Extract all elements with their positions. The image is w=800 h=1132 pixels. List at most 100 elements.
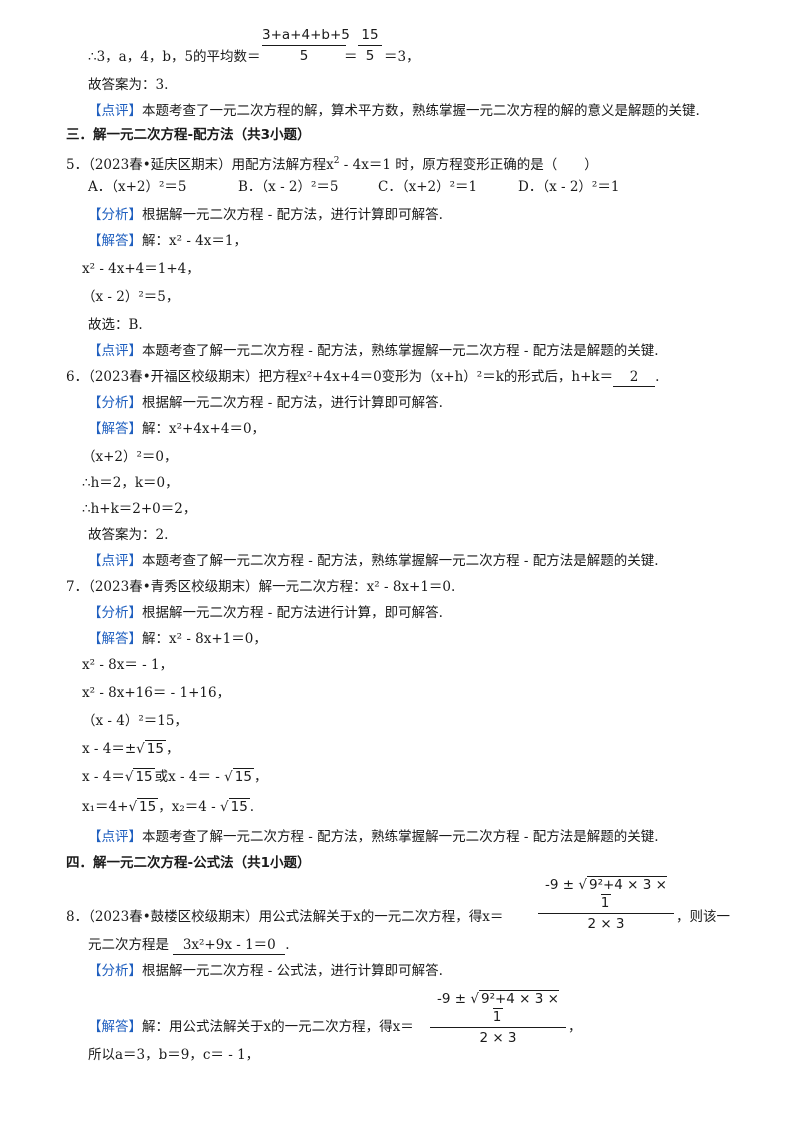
- average-result: ＝3，: [384, 48, 420, 66]
- solution-step-part: ，: [568, 1019, 582, 1035]
- review-tag: 【点评】: [88, 343, 142, 359]
- sqrt-symbol: √9²+4 × 3 × 1: [470, 990, 559, 1025]
- question-8-stem-end: ，则该一: [676, 908, 730, 926]
- review-line: 【点评】本题考查了解一元二次方程 - 配方法，熟练掌握解一元二次方程 - 配方法…: [88, 552, 659, 570]
- sqrt-symbol: √15: [124, 768, 155, 785]
- average-equals: ＝: [344, 48, 358, 66]
- fraction-bar: [358, 45, 382, 46]
- solution-step: x₁＝4+√15，x₂＝4 - √15.: [82, 798, 254, 816]
- question-stem-part: .: [285, 937, 290, 953]
- option-b: B．（x - 2）²＝5: [238, 179, 339, 195]
- solution-tag: 【解答】: [88, 631, 142, 647]
- sqrt-symbol: √15: [128, 798, 159, 815]
- analysis-tag: 【分析】: [88, 963, 142, 979]
- fraction-numerator: -9 ± √9²+4 × 3 × 1: [538, 876, 674, 912]
- review-text: 本题考查了解一元二次方程 - 配方法，熟练掌握解一元二次方程 - 配方法是解题的…: [142, 829, 659, 845]
- fraction-denominator: 2 × 3: [587, 916, 625, 932]
- review-tag: 【点评】: [88, 829, 142, 845]
- solution-step-part: ，: [253, 769, 268, 785]
- radicand: 15: [144, 740, 166, 757]
- fraction-denominator: 2 × 3: [479, 1030, 517, 1046]
- question-8-stem: 8．（2023春•鼓楼区校级期末）用公式法解关于x的一元二次方程，得x＝: [66, 908, 503, 926]
- analysis-line: 【分析】根据解一元二次方程 - 公式法，进行计算即可解答.: [88, 962, 443, 980]
- numerator-prefix: -9 ±: [545, 877, 575, 893]
- analysis-text: 根据解一元二次方程 - 公式法，进行计算即可解答.: [142, 963, 443, 979]
- solution-tag: 【解答】: [88, 421, 142, 437]
- sqrt-symbol: √15: [224, 768, 254, 785]
- review-text: 本题考查了解一元二次方程 - 配方法，熟练掌握解一元二次方程 - 配方法是解题的…: [142, 553, 659, 569]
- solution-step: x² - 4x+4＝1+4，: [82, 261, 200, 277]
- analysis-tag: 【分析】: [88, 605, 142, 621]
- solution-step: 解：x² - 8x+1＝0，: [142, 631, 267, 647]
- equals-sign: ＝: [344, 49, 358, 65]
- review-tag: 【点评】: [88, 553, 142, 569]
- solution-step: ∴h＝2，k＝0，: [82, 475, 179, 491]
- fraction-bar: [538, 913, 674, 914]
- section-title: 四．解一元二次方程-公式法（共1小题）: [66, 855, 311, 871]
- solution-step: （x - 4）²＝15，: [82, 713, 188, 729]
- fraction-numerator: -9 ± √9²+4 × 3 × 1: [430, 990, 566, 1026]
- solution-step: ∴h+k＝2+0＝2，: [82, 501, 197, 517]
- fraction-numerator: 15: [361, 27, 379, 43]
- question-stem-part: .: [655, 369, 660, 385]
- radicand: 15: [133, 768, 155, 785]
- sqrt-symbol: √15: [136, 740, 166, 757]
- solution-line: 【解答】解：x² - 8x+1＝0，: [88, 630, 267, 648]
- analysis-text: 根据解一元二次方程 - 配方法进行计算，即可解答.: [142, 605, 443, 621]
- answer-line: 故答案为：3.: [88, 77, 169, 93]
- solution-step: x² - 8x＝ - 1，: [82, 657, 174, 673]
- radicand: 15: [137, 798, 159, 815]
- average-suffix: ＝3，: [384, 49, 420, 65]
- radicand: 15: [228, 798, 250, 815]
- solution-step-part: ，: [165, 741, 180, 757]
- solution-step-part: ，x₂＝4 -: [158, 799, 220, 815]
- review-line: 【点评】本题考查了解一元二次方程 - 配方法，熟练掌握解一元二次方程 - 配方法…: [88, 828, 659, 846]
- answer-blank: 3x²+9x - 1＝0: [173, 936, 286, 955]
- question-7-stem: 7．（2023春•青秀区校级期末）解一元二次方程：x² - 8x+1＝0.: [66, 579, 456, 595]
- solution-tag: 【解答】: [88, 1019, 142, 1035]
- option-a: A．（x+2）²＝5: [88, 179, 187, 195]
- question-stem-part: 元二次方程是: [88, 937, 169, 953]
- review-line: 【点评】本题考查了一元二次方程的解，算术平方数，熟练掌握一元二次方程的解的意义是…: [88, 102, 700, 120]
- solution-step: 解：x² - 4x＝1，: [142, 233, 247, 249]
- solution-line: 【解答】解：用公式法解关于x的一元二次方程，得x＝: [88, 1018, 414, 1036]
- option-c: C．（x+2）²＝1: [378, 179, 478, 195]
- solution-line: 【解答】解：x²+4x+4＝0，: [88, 420, 265, 438]
- analysis-tag: 【分析】: [88, 207, 142, 223]
- question-8-stem-line2: 元二次方程是 3x²+9x - 1＝0.: [88, 936, 290, 955]
- question-stem-part: 5．（2023春•延庆区期末）用配方法解方程x: [66, 157, 334, 173]
- analysis-tag: 【分析】: [88, 395, 142, 411]
- average-prefix: ∴3，a，4，b，5的平均数＝: [88, 49, 261, 65]
- sqrt-symbol: √9²+4 × 3 × 1: [578, 876, 667, 911]
- sqrt-symbol: √15: [220, 798, 250, 815]
- solution-step-part: x - 4＝±: [82, 741, 137, 757]
- fraction-bar: [262, 45, 346, 46]
- section-title: 三．解一元二次方程-配方法（共3小题）: [66, 127, 311, 143]
- fraction-numerator: 3+a+4+b+5: [262, 27, 350, 43]
- review-text: 本题考查了解一元二次方程 - 配方法，熟练掌握解一元二次方程 - 配方法是解题的…: [142, 343, 659, 359]
- solution-step-end: ，: [568, 1018, 582, 1036]
- question-stem-part: ，则该一: [676, 909, 730, 925]
- question-5-stem: 5．（2023春•延庆区期末）用配方法解方程x2 - 4x＝1 时，原方程变形正…: [66, 156, 598, 173]
- solution-step: 故答案为：2.: [88, 527, 169, 543]
- solution-tag: 【解答】: [88, 233, 142, 249]
- solution-step: （x+2）²＝0，: [82, 449, 178, 465]
- fraction-denominator: 5: [365, 48, 375, 64]
- analysis-line: 【分析】根据解一元二次方程 - 配方法，进行计算即可解答.: [88, 206, 443, 224]
- solution-step-part: x - 4＝: [82, 769, 125, 785]
- solution-step: 解：x²+4x+4＝0，: [142, 421, 266, 437]
- fraction-denominator: 5: [299, 48, 309, 64]
- analysis-line: 【分析】根据解一元二次方程 - 配方法进行计算，即可解答.: [88, 604, 443, 622]
- solution-line: 【解答】解：x² - 4x＝1，: [88, 232, 247, 250]
- solution-step: （x - 2）²＝5，: [82, 289, 180, 305]
- solution-step: x - 4＝±√15，: [82, 740, 179, 758]
- radicand: 9²+4 × 3 × 1: [586, 876, 667, 911]
- fraction-fifteen: 15 5: [358, 26, 382, 65]
- question-stem-part: 8．（2023春•鼓楼区校级期末）用公式法解关于x的一元二次方程，得x＝: [66, 909, 504, 925]
- radicand: 15: [232, 768, 254, 785]
- analysis-text: 根据解一元二次方程 - 配方法，进行计算即可解答.: [142, 207, 443, 223]
- solution-step: 所以a＝3，b＝9，c＝ - 1，: [88, 1047, 260, 1063]
- answer-blank: 2: [613, 368, 656, 387]
- radicand: 9²+4 × 3 × 1: [478, 990, 559, 1025]
